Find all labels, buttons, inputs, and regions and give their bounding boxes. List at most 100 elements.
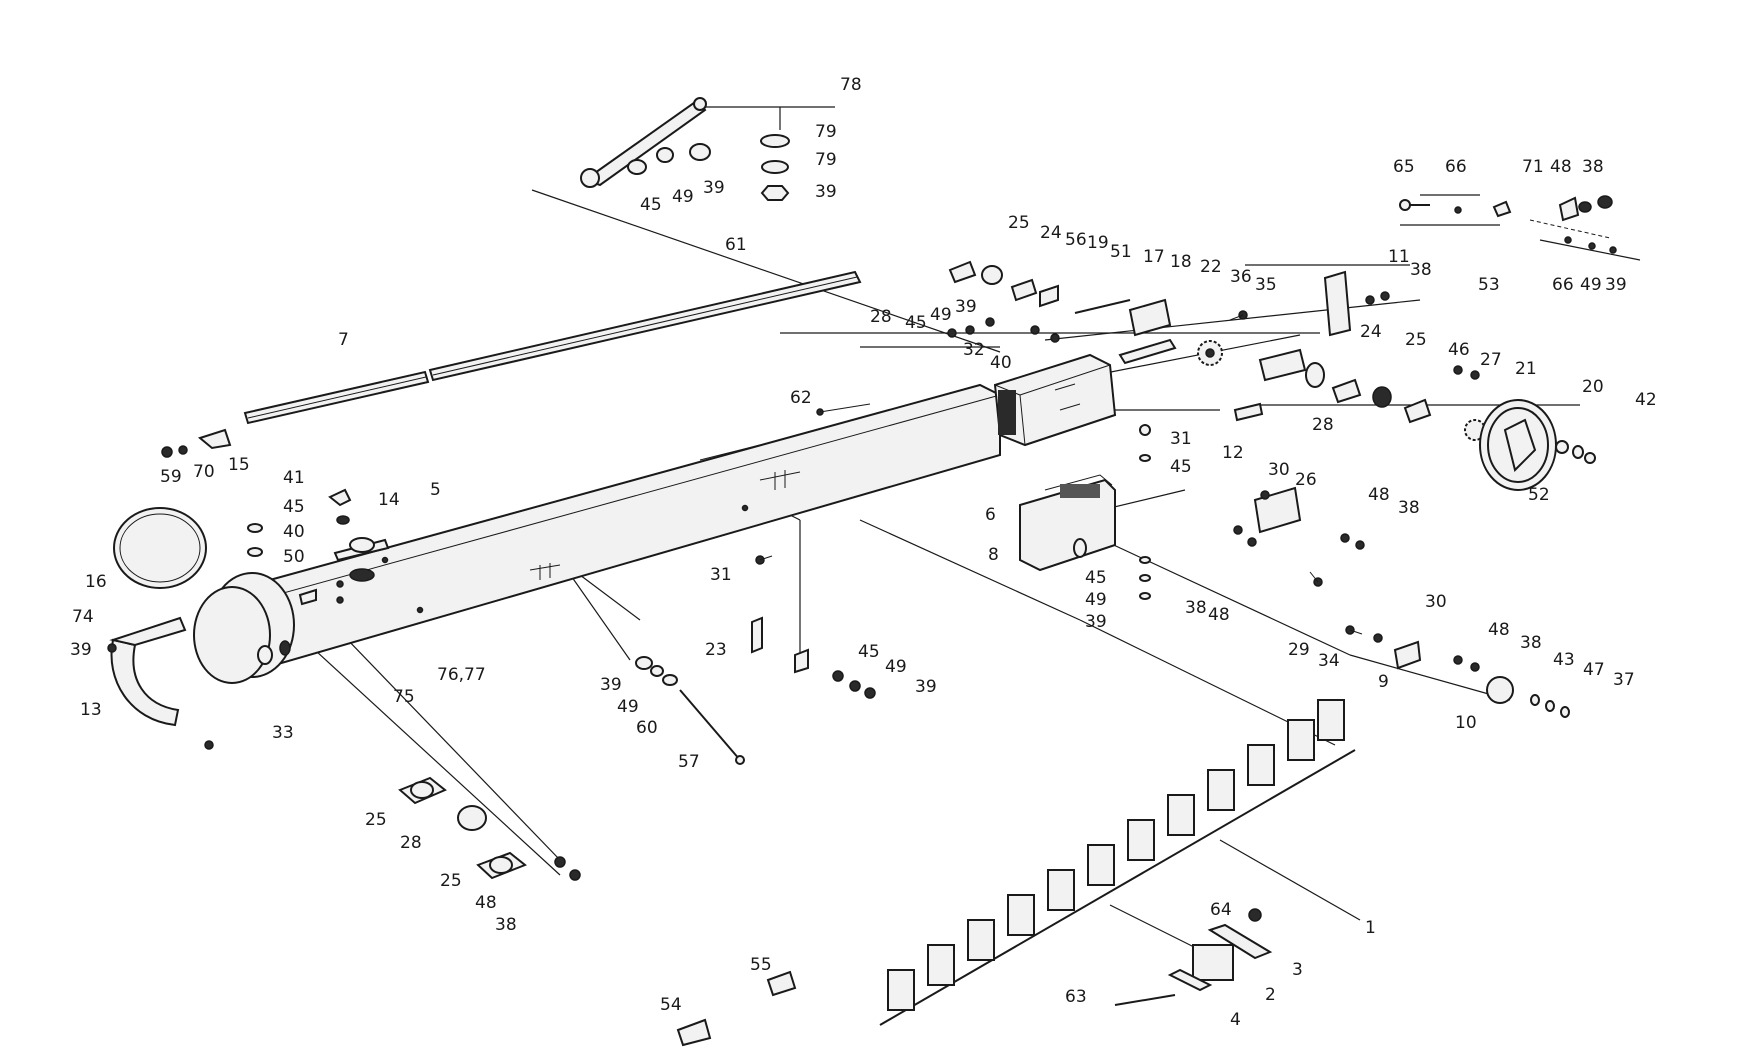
label-19: 19 (1087, 233, 1109, 253)
label-55: 55 (750, 955, 772, 975)
label-39: 39 (703, 178, 725, 198)
label-25: 25 (1008, 213, 1030, 233)
label-50: 50 (283, 547, 305, 567)
label-45: 45 (283, 497, 305, 517)
rail-7 (243, 370, 430, 425)
label-29: 29 (1288, 640, 1310, 660)
label-20: 20 (1582, 377, 1604, 397)
label-8: 8 (988, 545, 999, 565)
label-30: 30 (1425, 592, 1447, 612)
label-25: 25 (440, 871, 462, 891)
label-45: 45 (1085, 568, 1107, 588)
label-39: 39 (815, 182, 837, 202)
top-linkage-arm (580, 97, 790, 201)
upper-drive-parts (947, 260, 1307, 422)
label-47: 47 (1583, 660, 1605, 680)
label-61: 61 (725, 235, 747, 255)
label-21: 21 (1515, 359, 1537, 379)
label-66: 66 (1445, 157, 1467, 177)
label-5: 5 (430, 480, 441, 500)
label-52: 52 (1528, 485, 1550, 505)
label-28: 28 (1312, 415, 1334, 435)
label-45: 45 (905, 313, 927, 333)
label-79: 79 (815, 150, 837, 170)
label-37: 37 (1613, 670, 1635, 690)
center-hardware (635, 403, 876, 765)
label-35: 35 (1255, 275, 1277, 295)
label-60: 60 (636, 718, 658, 738)
paddle-chain-1 (879, 699, 1356, 1026)
label-1: 1 (1365, 918, 1376, 938)
label-28: 28 (870, 307, 892, 327)
label-49: 49 (617, 697, 639, 717)
label-53: 53 (1478, 275, 1500, 295)
label-48: 48 (1488, 620, 1510, 640)
label-2: 2 (1265, 985, 1276, 1005)
label-24: 24 (1040, 223, 1062, 243)
label-64: 64 (1210, 900, 1232, 920)
label-22: 22 (1200, 257, 1222, 277)
label-70: 70 (193, 462, 215, 482)
label-38: 38 (1520, 633, 1542, 653)
label-56: 56 (1065, 230, 1087, 250)
label-25: 25 (365, 810, 387, 830)
label-66: 66 (1552, 275, 1574, 295)
label-59: 59 (160, 467, 182, 487)
cover-hardware (1139, 424, 1151, 600)
label-39: 39 (1085, 612, 1107, 632)
label-48: 48 (1550, 157, 1572, 177)
label-15: 15 (228, 455, 250, 475)
left-top-hardware (247, 488, 390, 604)
label-39: 39 (1605, 275, 1627, 295)
label-26: 26 (1295, 470, 1317, 490)
label-31: 31 (710, 565, 732, 585)
label-17: 17 (1143, 247, 1165, 267)
label-16: 16 (85, 572, 107, 592)
label-62: 62 (790, 388, 812, 408)
label-13: 13 (80, 700, 102, 720)
label-75: 75 (393, 687, 415, 707)
label-36: 36 (1230, 267, 1252, 287)
label-38: 38 (1185, 598, 1207, 618)
label-57: 57 (678, 752, 700, 772)
label-54: 54 (660, 995, 682, 1015)
label-49: 49 (1580, 275, 1602, 295)
label-41: 41 (283, 468, 305, 488)
label-45: 45 (640, 195, 662, 215)
label-49: 49 (885, 657, 907, 677)
label-34: 34 (1318, 651, 1340, 671)
label-40: 40 (990, 353, 1012, 373)
upper-rail-61 (428, 270, 862, 382)
label-79: 79 (815, 122, 837, 142)
label-63: 63 (1065, 987, 1087, 1007)
label-46: 46 (1448, 340, 1470, 360)
drive-cover-8 (1019, 474, 1116, 572)
label-24: 24 (1360, 322, 1382, 342)
label-14: 14 (378, 490, 400, 510)
label-7: 7 (338, 330, 349, 350)
label-48: 48 (1368, 485, 1390, 505)
label-76-77: 76,77 (437, 665, 486, 685)
part-number-labels: 78 79 79 39 45 49 39 61 7 59 70 15 5 41 … (70, 75, 1657, 1030)
label-38: 38 (1398, 498, 1420, 518)
label-11: 11 (1388, 247, 1410, 267)
left-end-assembly (107, 507, 317, 750)
label-49: 49 (1085, 590, 1107, 610)
label-33: 33 (272, 723, 294, 743)
label-45: 45 (1170, 457, 1192, 477)
tensioner-bracket (1233, 486, 1365, 587)
label-27: 27 (1480, 350, 1502, 370)
gearbox-housing-6 (993, 353, 1117, 447)
bracket-15 (161, 428, 232, 458)
label-39: 39 (955, 297, 977, 317)
label-39: 39 (915, 677, 937, 697)
label-9: 9 (1378, 672, 1389, 692)
label-38: 38 (495, 915, 517, 935)
label-32: 32 (963, 340, 985, 360)
chain-links-54-55 (676, 970, 797, 1047)
label-23: 23 (705, 640, 727, 660)
label-45: 45 (858, 642, 880, 662)
label-31: 31 (1170, 429, 1192, 449)
label-49: 49 (930, 305, 952, 325)
